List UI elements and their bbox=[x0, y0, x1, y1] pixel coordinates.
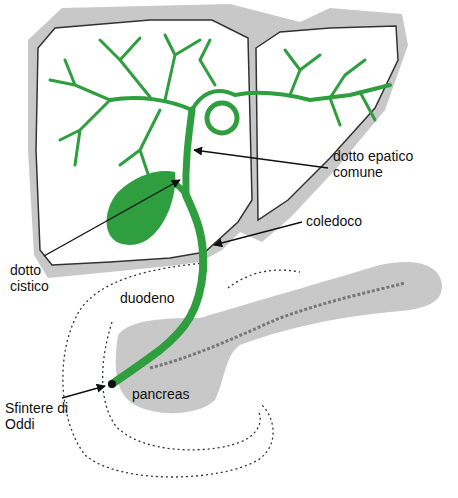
part-label: coledoco bbox=[306, 213, 396, 229]
liver-shadow bbox=[28, 4, 408, 278]
part-label: pancreas bbox=[132, 386, 212, 402]
part-label: dotto cistico bbox=[10, 262, 65, 294]
liver-left-lobe bbox=[256, 26, 398, 220]
duodenum-outline bbox=[228, 270, 300, 288]
bile-ducts bbox=[50, 35, 390, 384]
duodenum-outline bbox=[63, 263, 273, 477]
liver-right-lobe bbox=[36, 20, 252, 265]
leader-lines bbox=[44, 150, 328, 398]
part-label: dotto epatico comune bbox=[333, 148, 451, 180]
part-label: Sfintere di Oddi bbox=[5, 400, 77, 432]
pancreas-shape bbox=[116, 262, 442, 413]
part-label: duodeno bbox=[120, 290, 200, 306]
gallbladder bbox=[107, 171, 176, 245]
duodenum-inner bbox=[103, 322, 261, 450]
sphincter-dot bbox=[108, 380, 116, 388]
